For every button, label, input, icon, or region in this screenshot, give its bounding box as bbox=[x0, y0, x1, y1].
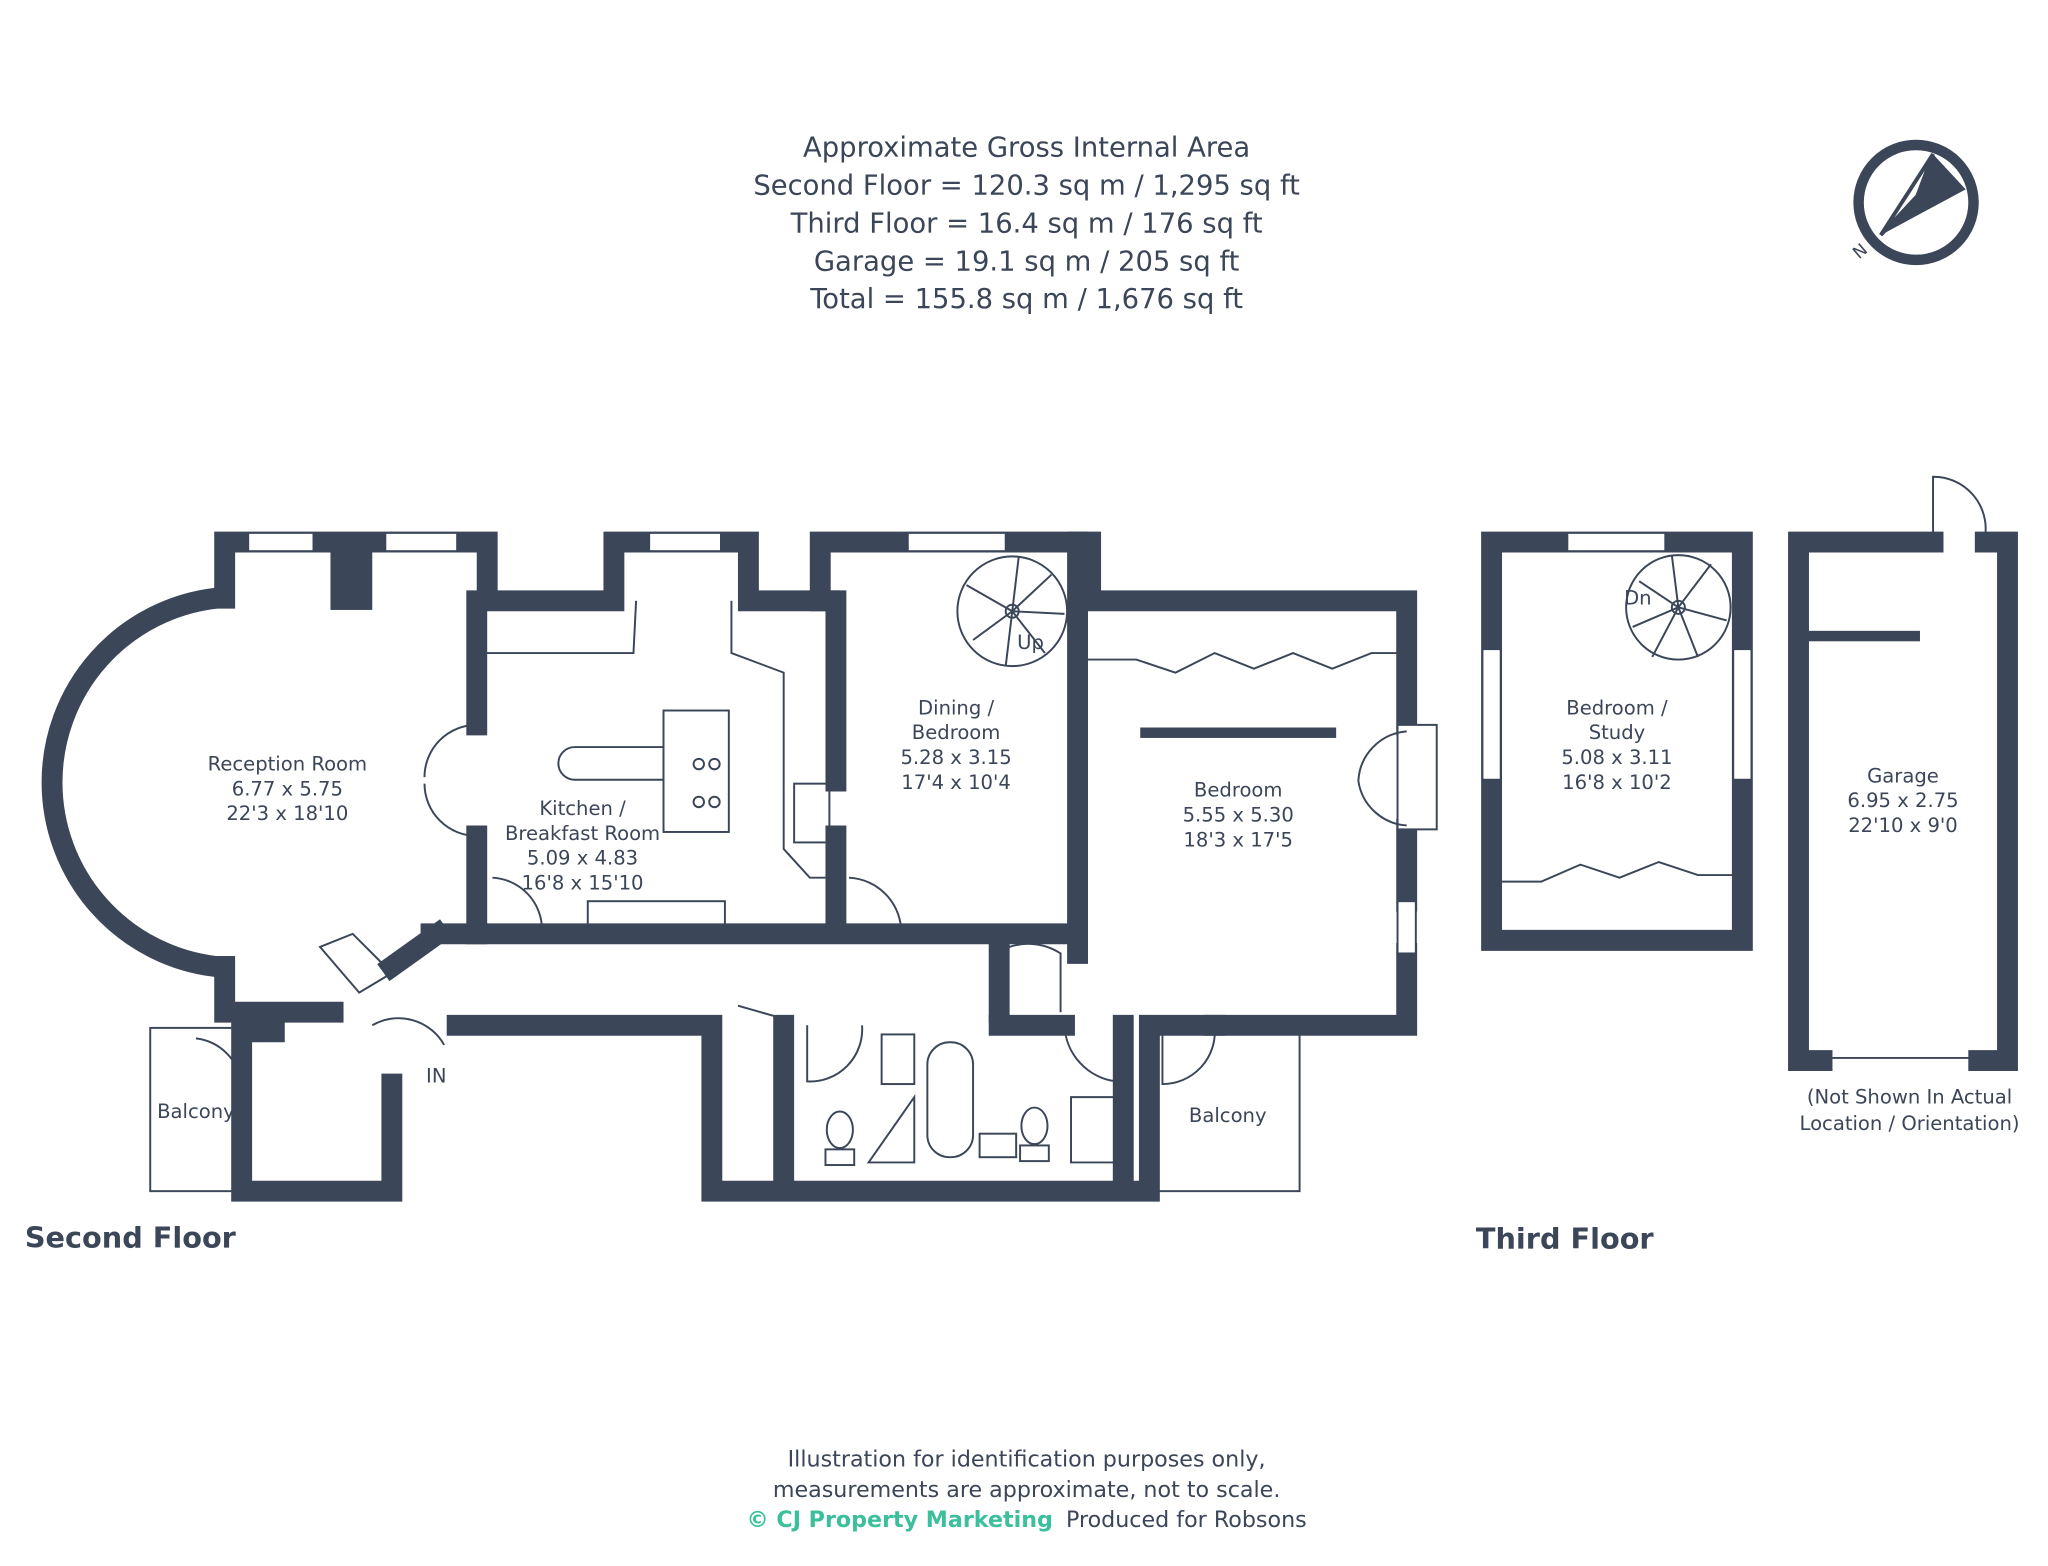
third-floor-plan: Dn Bedroom / Study 5.08 x 3.11 16'8 x 10… bbox=[1476, 531, 1753, 1256]
area-title: Approximate Gross Internal Area bbox=[803, 133, 1250, 164]
bedroom-metric: 5.55 x 5.30 bbox=[1183, 804, 1294, 827]
kitchen-label: Kitchen / bbox=[539, 797, 626, 820]
garage-plan: Garage 6.95 x 2.75 22'10 x 9'0 (Not Show… bbox=[1788, 475, 2020, 1135]
entrance-label: IN bbox=[426, 1065, 446, 1088]
bedroom-label: Bedroom bbox=[1194, 779, 1283, 802]
produced-for: Produced for Robsons bbox=[1066, 1507, 1307, 1533]
garage-note-1: (Not Shown In Actual bbox=[1807, 1086, 2012, 1109]
study-label: Bedroom / bbox=[1566, 696, 1668, 719]
study-label-2: Study bbox=[1589, 721, 1646, 744]
dining-label-2: Bedroom bbox=[912, 721, 1001, 744]
second-floor-title: Second Floor bbox=[25, 1220, 237, 1254]
stair-down-label: Dn bbox=[1624, 587, 1651, 610]
area-total: Total = 155.8 sq m / 1,676 sq ft bbox=[809, 284, 1243, 315]
disclaimer-line-1: Illustration for identification purposes… bbox=[788, 1447, 1266, 1473]
second-floor-plan: Reception Room 6.77 x 5.75 22'3 x 18'10 … bbox=[25, 531, 1438, 1254]
kitchen-label-2: Breakfast Room bbox=[505, 822, 660, 845]
compass-north-label: N bbox=[1849, 240, 1872, 263]
dining-metric: 5.28 x 3.15 bbox=[900, 746, 1011, 769]
footer: Illustration for identification purposes… bbox=[747, 1447, 1307, 1533]
area-garage: Garage = 19.1 sq m / 205 sq ft bbox=[814, 246, 1240, 277]
dining-imperial: 17'4 x 10'4 bbox=[901, 771, 1011, 794]
garage-label: Garage bbox=[1867, 764, 1939, 787]
stair-up-label: Up bbox=[1017, 631, 1044, 654]
disclaimer-line-2: measurements are approximate, not to sca… bbox=[773, 1477, 1281, 1503]
study-metric: 5.08 x 3.11 bbox=[1561, 746, 1672, 769]
area-summary: Approximate Gross Internal Area Second F… bbox=[753, 133, 1300, 316]
bedroom-imperial: 18'3 x 17'5 bbox=[1183, 828, 1293, 851]
third-floor-title: Third Floor bbox=[1476, 1222, 1655, 1256]
compass-icon: N bbox=[1849, 139, 1979, 266]
balcony-right-label: Balcony bbox=[1189, 1104, 1267, 1127]
garage-metric: 6.95 x 2.75 bbox=[1847, 789, 1958, 812]
reception-room-label: Reception Room bbox=[208, 753, 367, 776]
dining-label: Dining / bbox=[918, 696, 994, 719]
area-second-floor: Second Floor = 120.3 sq m / 1,295 sq ft bbox=[753, 171, 1300, 202]
brand-credit: © CJ Property Marketing bbox=[747, 1507, 1053, 1533]
garage-note-2: Location / Orientation) bbox=[1800, 1112, 2020, 1135]
kitchen-imperial: 16'8 x 15'10 bbox=[522, 871, 644, 894]
area-third-floor: Third Floor = 16.4 sq m / 176 sq ft bbox=[790, 208, 1263, 239]
study-imperial: 16'8 x 10'2 bbox=[1562, 771, 1672, 794]
balcony-left-label: Balcony bbox=[157, 1100, 235, 1123]
kitchen-metric: 5.09 x 4.83 bbox=[527, 847, 638, 870]
reception-room-imperial: 22'3 x 18'10 bbox=[226, 802, 348, 825]
garage-imperial: 22'10 x 9'0 bbox=[1848, 814, 1958, 837]
reception-room-metric: 6.77 x 5.75 bbox=[232, 777, 343, 800]
